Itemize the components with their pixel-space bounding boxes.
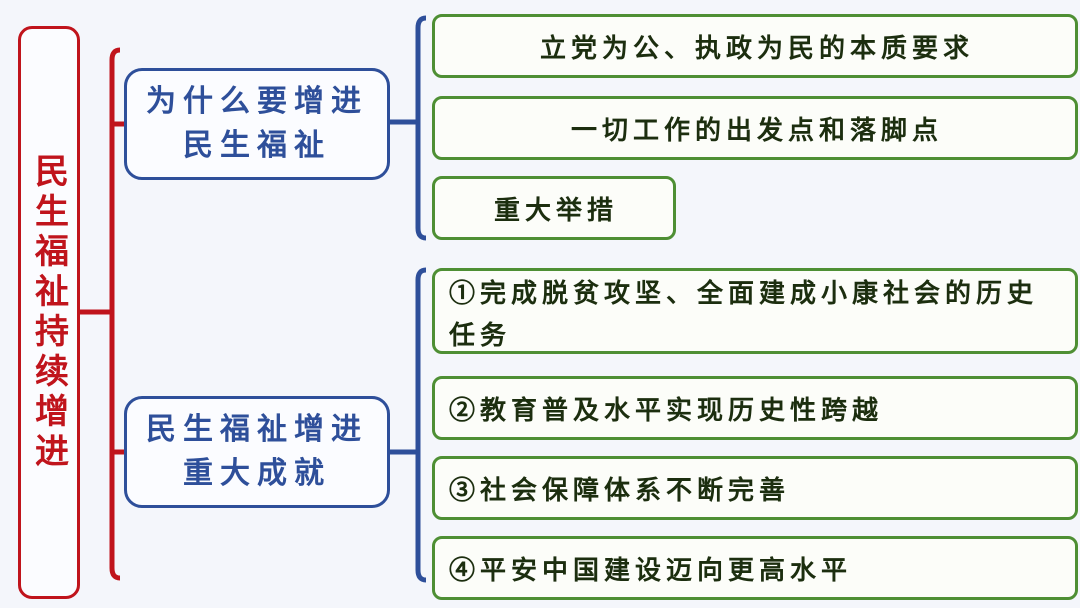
leaf-achievement-4: ④平安中国建设迈向更高水平 [432, 536, 1078, 600]
leaf-why-2: 一切工作的出发点和落脚点 [432, 96, 1078, 160]
branch-why-label: 为什么要增进民生福祉 [146, 84, 368, 163]
leaf-why-1: 立党为公、执政为民的本质要求 [432, 14, 1078, 78]
branch-achievements: 民生福祉增进重大成就 [124, 396, 390, 508]
branch-achievements-label: 民生福祉增进重大成就 [146, 412, 368, 491]
leaf-achievement-2: ②教育普及水平实现历史性跨越 [432, 376, 1078, 440]
root-node: 民生福祉持续增进 [18, 26, 80, 599]
root-label: 民生福祉持续增进 [28, 152, 69, 473]
leaf-achievement-3: ③社会保障体系不断完善 [432, 456, 1078, 520]
leaf-why-3: 重大举措 [432, 176, 676, 240]
leaf-achievement-1: ①完成脱贫攻坚、全面建成小康社会的历史任务 [432, 268, 1078, 354]
branch-why: 为什么要增进民生福祉 [124, 68, 390, 180]
